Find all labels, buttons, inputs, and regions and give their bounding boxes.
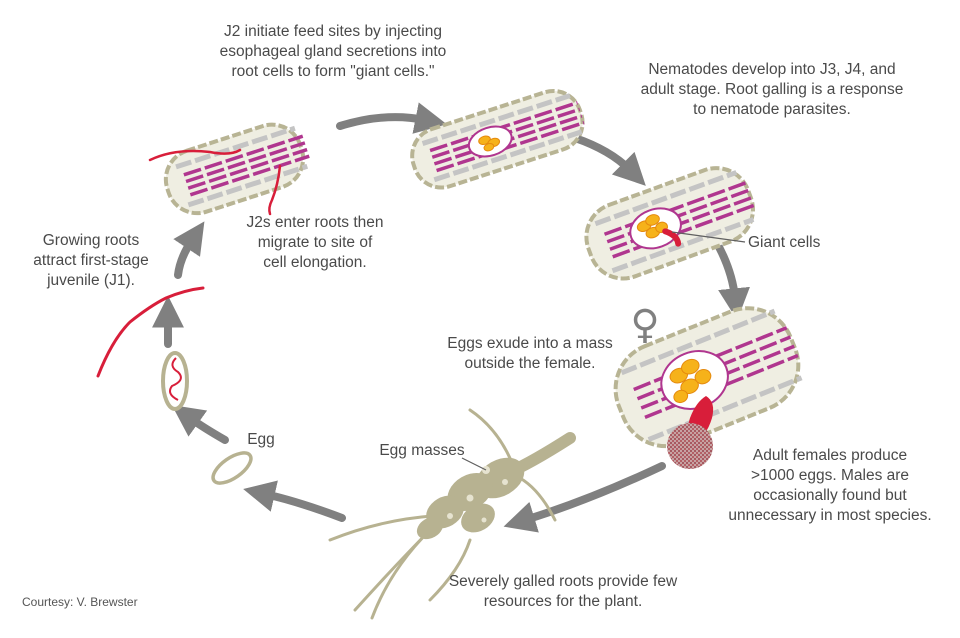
arrow-juvenile-to-root	[173, 221, 205, 279]
root-j2-entry	[163, 122, 310, 216]
egg-with-juvenile	[161, 351, 189, 411]
label-nematodes-develop: Nematodes develop into J3, J4, and adult…	[640, 61, 904, 118]
juvenile-j1-nematode	[96, 286, 205, 378]
image-credit: Courtesy: V. Brewster	[22, 595, 138, 609]
label-egg-masses: Egg masses	[379, 442, 465, 459]
label-adult-females: Adult females produce >1000 eggs. Males …	[728, 447, 932, 524]
galled-roots	[328, 408, 576, 620]
egg-icon	[211, 451, 253, 485]
egg-masses-leader	[461, 457, 487, 471]
root-gall-developing	[584, 166, 755, 281]
label-egg: Egg	[247, 431, 275, 448]
arrow-feeding-to-gall	[571, 134, 646, 186]
label-j2s-enter-roots: J2s enter roots then migrate to site of …	[246, 214, 384, 271]
root-adult-female	[613, 306, 803, 449]
label-growing-roots: Growing roots attract first-stage juveni…	[33, 232, 149, 289]
label-j2-initiate-feed-sites: J2 initiate feed sites by injecting esop…	[219, 23, 447, 80]
arrow-female-to-roots	[503, 462, 666, 533]
arrow-roots-to-egg	[243, 480, 346, 522]
female-symbol: ♀	[630, 302, 659, 348]
root-feed-site	[410, 88, 585, 190]
arrow-entry-to-feeding	[336, 102, 447, 134]
egg-mass	[667, 423, 713, 469]
label-giant-cells: Giant cells	[748, 234, 821, 251]
giant-cells-leader	[671, 231, 746, 243]
arrow-egg-to-hatch	[171, 404, 229, 444]
label-eggs-exude: Eggs exude into a mass outside the femal…	[447, 335, 613, 372]
label-galled-roots: Severely galled roots provide few resour…	[448, 573, 678, 610]
nematode-j2-entering	[148, 148, 282, 216]
